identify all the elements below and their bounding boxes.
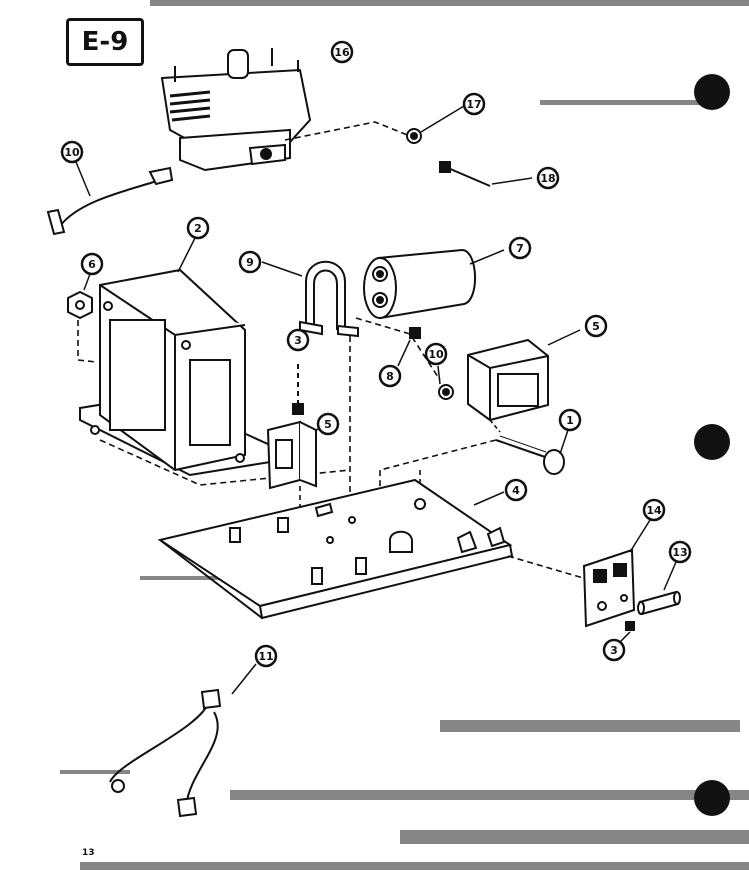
screw-8 (409, 327, 421, 339)
callout-5-small: 5 (316, 412, 340, 436)
callout-label: 4 (512, 484, 520, 497)
high-voltage-transformer (79, 268, 271, 477)
callout-label: 10 (428, 348, 444, 361)
callout-8: 8 (378, 364, 402, 388)
leader-3-lower (619, 631, 631, 643)
screw-18 (439, 161, 491, 187)
leader-18 (491, 177, 533, 185)
callout-label: 5 (592, 320, 600, 333)
callout-3-upper: 3 (286, 328, 310, 352)
leader-4 (473, 491, 505, 506)
screw-3-upper (292, 364, 304, 415)
leader-17 (420, 105, 465, 133)
leader-10-wire (75, 161, 91, 197)
callout-label: 16 (334, 46, 350, 59)
callout-7: 7 (508, 236, 532, 260)
transformer-5-large (467, 338, 549, 422)
nut-10 (438, 384, 454, 400)
callout-label: 5 (324, 418, 332, 431)
callout-3-lower: 3 (602, 638, 626, 662)
leader-8 (397, 339, 411, 367)
leader-5-large-base (489, 419, 501, 433)
wire-harness-11 (109, 688, 222, 818)
leader-9 (261, 261, 303, 277)
callout-9: 9 (238, 250, 262, 274)
capacitor-bracket-9 (299, 260, 359, 338)
callout-label: 10 (64, 146, 80, 159)
leader-2 (177, 235, 197, 273)
callout-label: 11 (258, 650, 273, 663)
callout-1: 1 (558, 408, 582, 432)
leader-base-board (507, 555, 591, 581)
leader-nut6-transformer (77, 320, 97, 363)
callout-label: 18 (540, 172, 555, 185)
callout-2: 2 (186, 216, 210, 240)
leader-1 (559, 429, 569, 455)
leader-6 (83, 273, 91, 291)
callout-17: 17 (462, 92, 486, 116)
punch-hole-bottom (694, 780, 730, 816)
callout-label: 13 (672, 546, 687, 559)
callout-label: 7 (516, 242, 524, 255)
screw-1 (495, 435, 565, 475)
leader-10-nut (437, 365, 441, 385)
callout-14: 14 (642, 498, 666, 522)
leader-7 (469, 249, 505, 265)
leader-11 (231, 663, 257, 695)
leader-capacitor-8 (355, 317, 441, 381)
callout-label: 2 (194, 222, 202, 235)
callout-10-wire: 10 (60, 140, 84, 164)
fuse-13 (637, 590, 681, 616)
callout-label: 3 (294, 334, 302, 347)
callout-label: 8 (386, 370, 394, 383)
callout-10-nut: 10 (424, 342, 448, 366)
page-label: E-9 (66, 18, 144, 66)
punch-hole-middle (694, 424, 730, 460)
callout-11: 11 (254, 644, 278, 668)
page-number: 13 (82, 848, 95, 858)
magnetron (160, 48, 312, 172)
circuit-board-14 (582, 548, 636, 628)
leader-14 (629, 519, 651, 553)
callout-16-magnetron: 16 (330, 40, 354, 64)
callout-label: 3 (610, 644, 618, 657)
callout-label: 14 (646, 504, 662, 517)
callout-18: 18 (536, 166, 560, 190)
callout-label: 9 (246, 256, 254, 269)
nut-17 (406, 128, 422, 144)
punch-hole-top (694, 74, 730, 110)
callout-bubbles: 16 17 18 10 2 6 (60, 40, 692, 668)
callout-label: 6 (88, 258, 96, 271)
screw-3-lower (625, 621, 635, 631)
leader-13 (663, 561, 677, 591)
leader-magnetron-17 (284, 121, 411, 141)
wire-harness-10 (46, 166, 174, 236)
callout-5-large: 5 (584, 314, 608, 338)
callout-4: 4 (504, 478, 528, 502)
leader-5-large (547, 329, 581, 346)
high-voltage-capacitor-7 (363, 248, 476, 320)
nut-6 (67, 290, 93, 320)
callout-label: 1 (566, 414, 574, 427)
base-plate-4 (157, 478, 514, 620)
callout-label: 17 (466, 98, 481, 111)
diode-assembly-5-small (266, 420, 317, 490)
callout-13: 13 (668, 540, 692, 564)
callout-6: 6 (80, 252, 104, 276)
